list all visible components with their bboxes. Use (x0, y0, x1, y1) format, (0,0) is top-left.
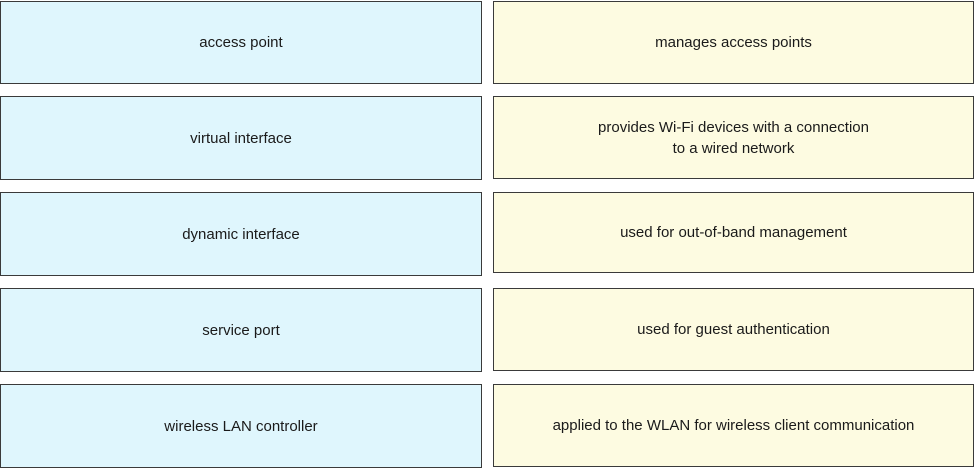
description-label: used for out-of-band management (620, 224, 847, 241)
term-label: virtual interface (190, 129, 292, 147)
term-box-virtual-interface[interactable]: virtual interface (0, 96, 482, 180)
term-label: dynamic interface (182, 225, 300, 243)
description-box-2[interactable]: provides Wi-Fi devices with a connection… (493, 96, 974, 179)
description-label: provides Wi-Fi devices with a connection… (598, 118, 869, 157)
description-label: applied to the WLAN for wireless client … (552, 417, 915, 434)
description-box-3[interactable]: used for out-of-band management (493, 192, 974, 273)
description-box-5[interactable]: applied to the WLAN for wireless client … (493, 384, 974, 467)
term-box-service-port[interactable]: service port (0, 288, 482, 372)
description-label: used for guest authentication (637, 321, 830, 338)
term-label: service port (202, 321, 280, 339)
term-box-wireless-lan-controller[interactable]: wireless LAN controller (0, 384, 482, 468)
description-box-1[interactable]: manages access points (493, 1, 974, 84)
term-box-dynamic-interface[interactable]: dynamic interface (0, 192, 482, 276)
term-label: access point (199, 34, 283, 51)
term-box-access-point[interactable]: access point (0, 1, 482, 84)
description-box-4[interactable]: used for guest authentication (493, 288, 974, 371)
description-label: manages access points (655, 34, 812, 51)
term-label: wireless LAN controller (164, 417, 318, 435)
